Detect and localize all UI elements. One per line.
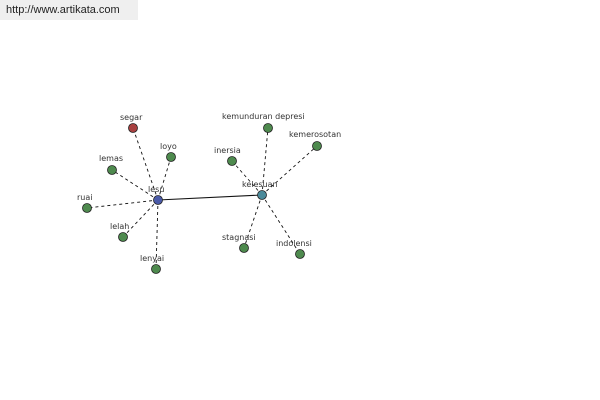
node-kemunduran-depresi[interactable]: [263, 123, 273, 133]
node-lemas[interactable]: [107, 165, 117, 175]
node-label-segar[interactable]: segar: [120, 113, 143, 122]
edges: [86, 127, 318, 270]
node-loyo[interactable]: [166, 152, 176, 162]
node-lelah[interactable]: [118, 232, 128, 242]
nodes: [82, 123, 322, 274]
node-label-stagnasi[interactable]: stagnasi: [222, 233, 256, 242]
node-ruai[interactable]: [82, 203, 92, 213]
edge-lesu-ruai: [86, 199, 159, 209]
node-indolensi[interactable]: [295, 249, 305, 259]
node-inersia[interactable]: [227, 156, 237, 166]
edge-lesu-segar: [132, 127, 159, 201]
node-label-inersia[interactable]: inersia: [214, 146, 241, 155]
node-label-ruai[interactable]: ruai: [77, 193, 92, 202]
edge-lesu-kelesuan: [157, 194, 263, 201]
node-segar[interactable]: [128, 123, 138, 133]
source-url[interactable]: http://www.artikata.com: [0, 0, 138, 20]
edge-lesu-lelah: [122, 199, 159, 238]
node-label-kelesuan[interactable]: kelesuan: [242, 180, 278, 189]
node-label-indolensi[interactable]: indolensi: [276, 239, 312, 248]
edge-kelesuan-kemunduran-depresi: [261, 127, 269, 196]
edge-kelesuan-inersia: [231, 160, 263, 196]
node-label-kemerosotan[interactable]: kemerosotan: [289, 130, 341, 139]
node-lesu[interactable]: [153, 195, 163, 205]
edge-kelesuan-kemerosotan: [261, 145, 318, 196]
node-label-loyo[interactable]: loyo: [160, 142, 177, 151]
node-kemerosotan[interactable]: [312, 141, 322, 151]
node-label-lemas[interactable]: lemas: [99, 154, 123, 163]
node-label-lenyai[interactable]: lenyai: [140, 254, 164, 263]
node-kelesuan[interactable]: [257, 190, 267, 200]
node-stagnasi[interactable]: [239, 243, 249, 253]
node-label-kemunduran-depresi[interactable]: kemunduran depresi: [222, 112, 305, 121]
node-label-lelah[interactable]: lelah: [110, 222, 129, 231]
labels: lesu kelesuan segar loyo lemas ruai lelah lenya…: [77, 112, 341, 263]
node-label-lesu[interactable]: lesu: [148, 185, 164, 194]
node-lenyai[interactable]: [151, 264, 161, 274]
edge-lesu-loyo: [157, 156, 172, 201]
